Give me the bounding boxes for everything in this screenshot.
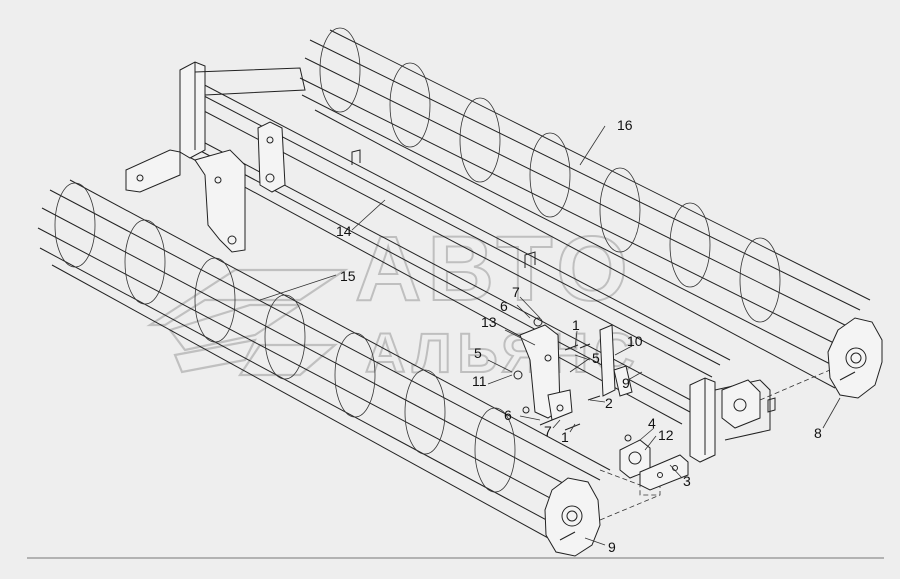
roller-left [37, 179, 661, 557]
roller-left-rings [54, 182, 516, 493]
callout-10: 10 [627, 333, 643, 349]
callout-7-upper: 7 [512, 284, 520, 300]
callout-5-left: 5 [474, 345, 482, 361]
car-logo-icon [146, 268, 349, 377]
callout-13: 13 [481, 314, 497, 330]
callout-4: 4 [648, 415, 656, 431]
callout-5-right: 5 [592, 350, 600, 366]
callout-1-lower: 1 [561, 429, 569, 445]
center-bracket-assembly [513, 317, 689, 496]
callout-7-lower: 7 [544, 423, 552, 439]
callout-9-lower: 9 [608, 539, 616, 555]
callout-15: 15 [340, 268, 356, 284]
leader-lines [259, 125, 841, 546]
callout-8: 8 [814, 425, 822, 441]
left-hanger-plates [194, 121, 286, 253]
roller-right-rings [319, 27, 781, 323]
callout-11: 11 [472, 373, 487, 389]
callout-16: 16 [617, 117, 633, 133]
callout-14: 14 [336, 223, 352, 239]
callout-3: 3 [683, 473, 691, 489]
callout-2: 2 [605, 395, 613, 411]
watermark-line1: АВТО [355, 218, 634, 320]
roller-right [299, 27, 883, 429]
callout-6-lower: 6 [504, 407, 512, 423]
callout-12: 12 [658, 427, 674, 443]
callout-9-upper: 9 [622, 375, 630, 391]
callout-6-upper: 6 [500, 298, 508, 314]
callout-labels: 16 14 15 7 6 13 1 5 5 10 9 11 2 6 7 1 4 … [336, 117, 822, 555]
callout-1-upper: 1 [572, 317, 580, 333]
